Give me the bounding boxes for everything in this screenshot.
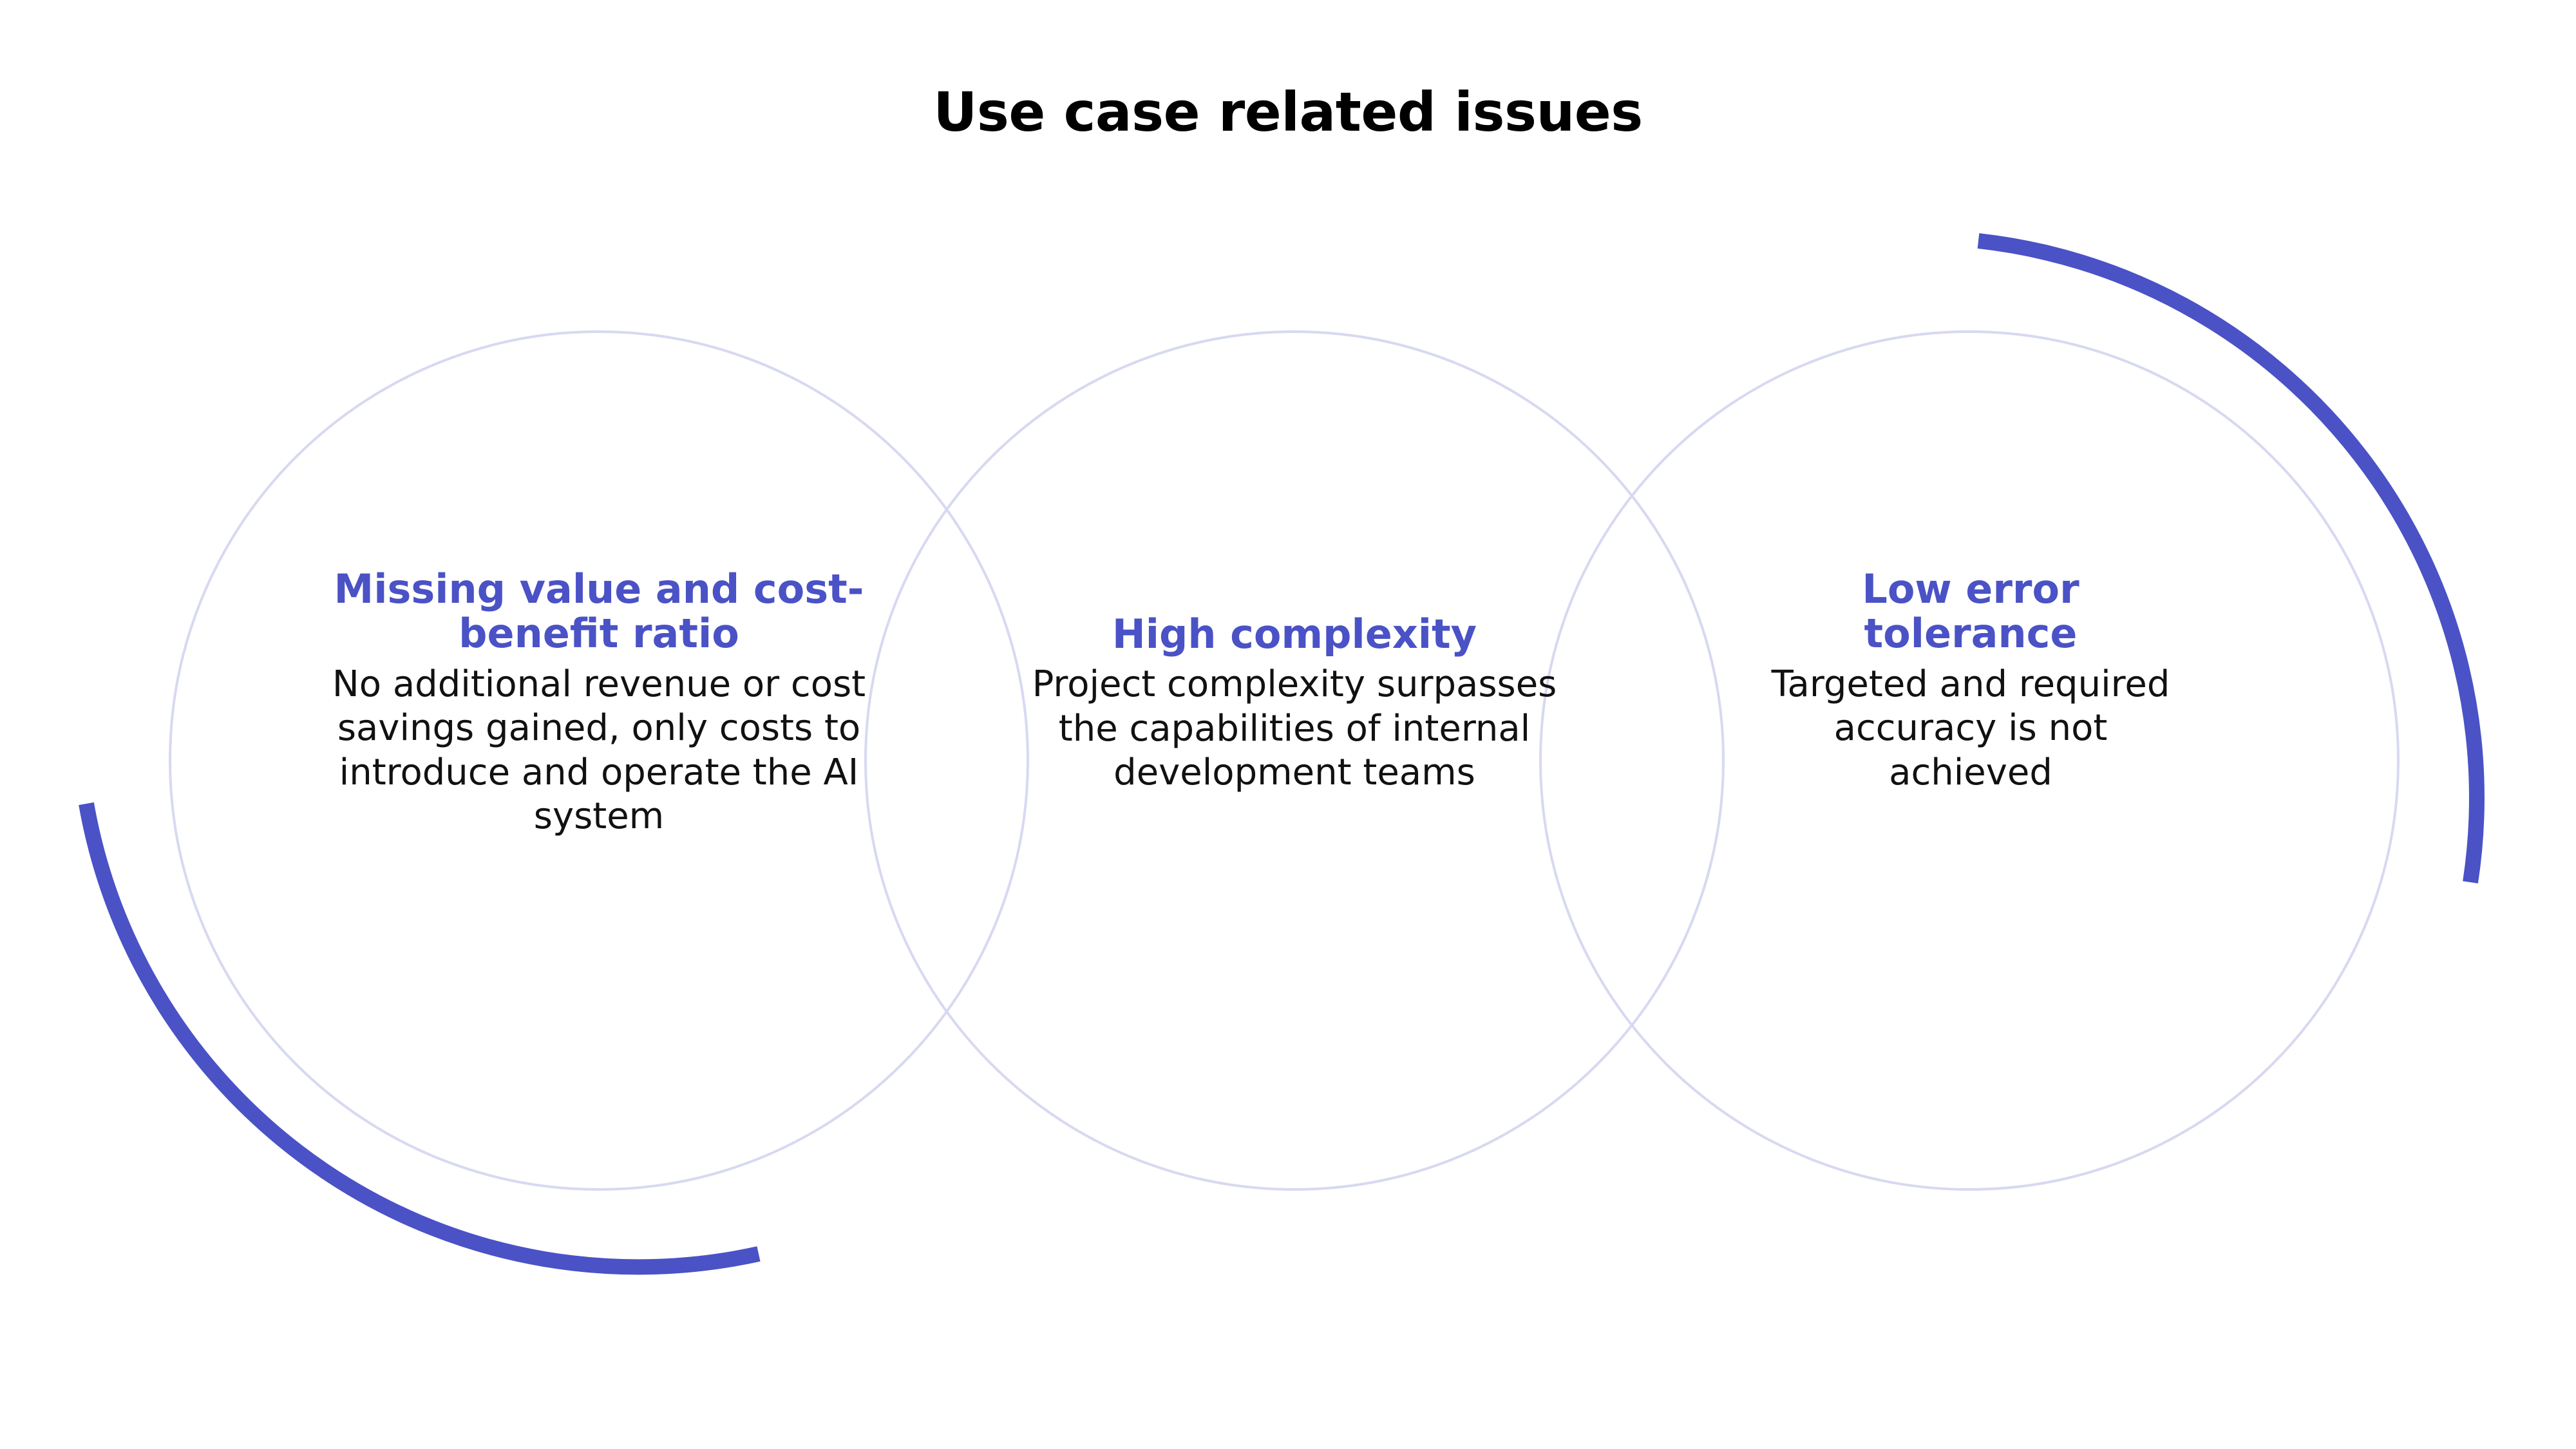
node-low-error-tolerance: Low error tolerance Targeted and require… xyxy=(1765,567,2177,795)
node-1-body: No additional revenue or cost savings ga… xyxy=(332,663,866,837)
node-3-body: Targeted and required accuracy is not ac… xyxy=(1771,663,2170,793)
node-high-complexity: High complexity Project complexity surpa… xyxy=(1018,612,1571,795)
node-3-heading: Low error tolerance xyxy=(1862,565,2079,658)
circle-outline-3 xyxy=(1539,330,2400,1191)
page-title: Use case related issues xyxy=(933,80,1643,144)
node-missing-value: Missing value and cost-benefit ratio No … xyxy=(277,567,921,838)
node-2-heading: High complexity xyxy=(1112,611,1477,658)
node-2-body: Project complexity surpasses the capabil… xyxy=(1032,663,1557,794)
node-1-heading: Missing value and cost-benefit ratio xyxy=(334,565,864,658)
